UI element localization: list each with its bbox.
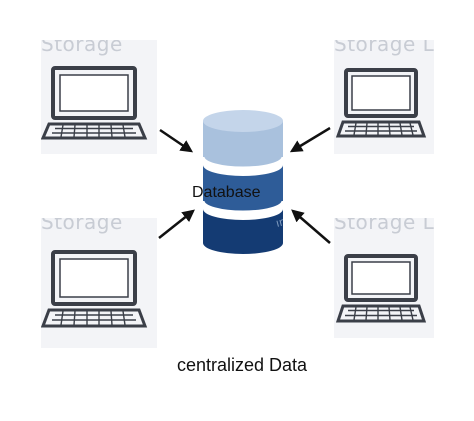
arrow-top-left — [159, 128, 194, 153]
computer-tile-bottom-left: Storage — [41, 218, 157, 348]
computer-icon — [41, 250, 148, 328]
arrow-bottom-left — [158, 209, 195, 239]
diagram-caption: centralized Data — [176, 355, 308, 375]
arrow-top-right — [289, 126, 331, 153]
database-label: Database — [192, 184, 261, 201]
storage-watermark: Storage — [41, 40, 123, 56]
storage-watermark: Storage L — [334, 40, 434, 56]
database-icon: ır — [201, 110, 286, 254]
computer-icon — [41, 66, 148, 140]
storage-watermark: Storage L — [334, 218, 434, 234]
svg-text:ır: ır — [274, 215, 285, 230]
arrow-bottom-right — [291, 209, 331, 244]
computer-icon — [335, 68, 427, 138]
storage-watermark: Storage — [41, 218, 123, 234]
computer-tile-bottom-right: Storage L — [334, 218, 434, 338]
computer-icon — [335, 254, 427, 323]
computer-tile-top-right: Storage L — [334, 40, 434, 154]
computer-tile-top-left: Storage — [41, 40, 157, 154]
